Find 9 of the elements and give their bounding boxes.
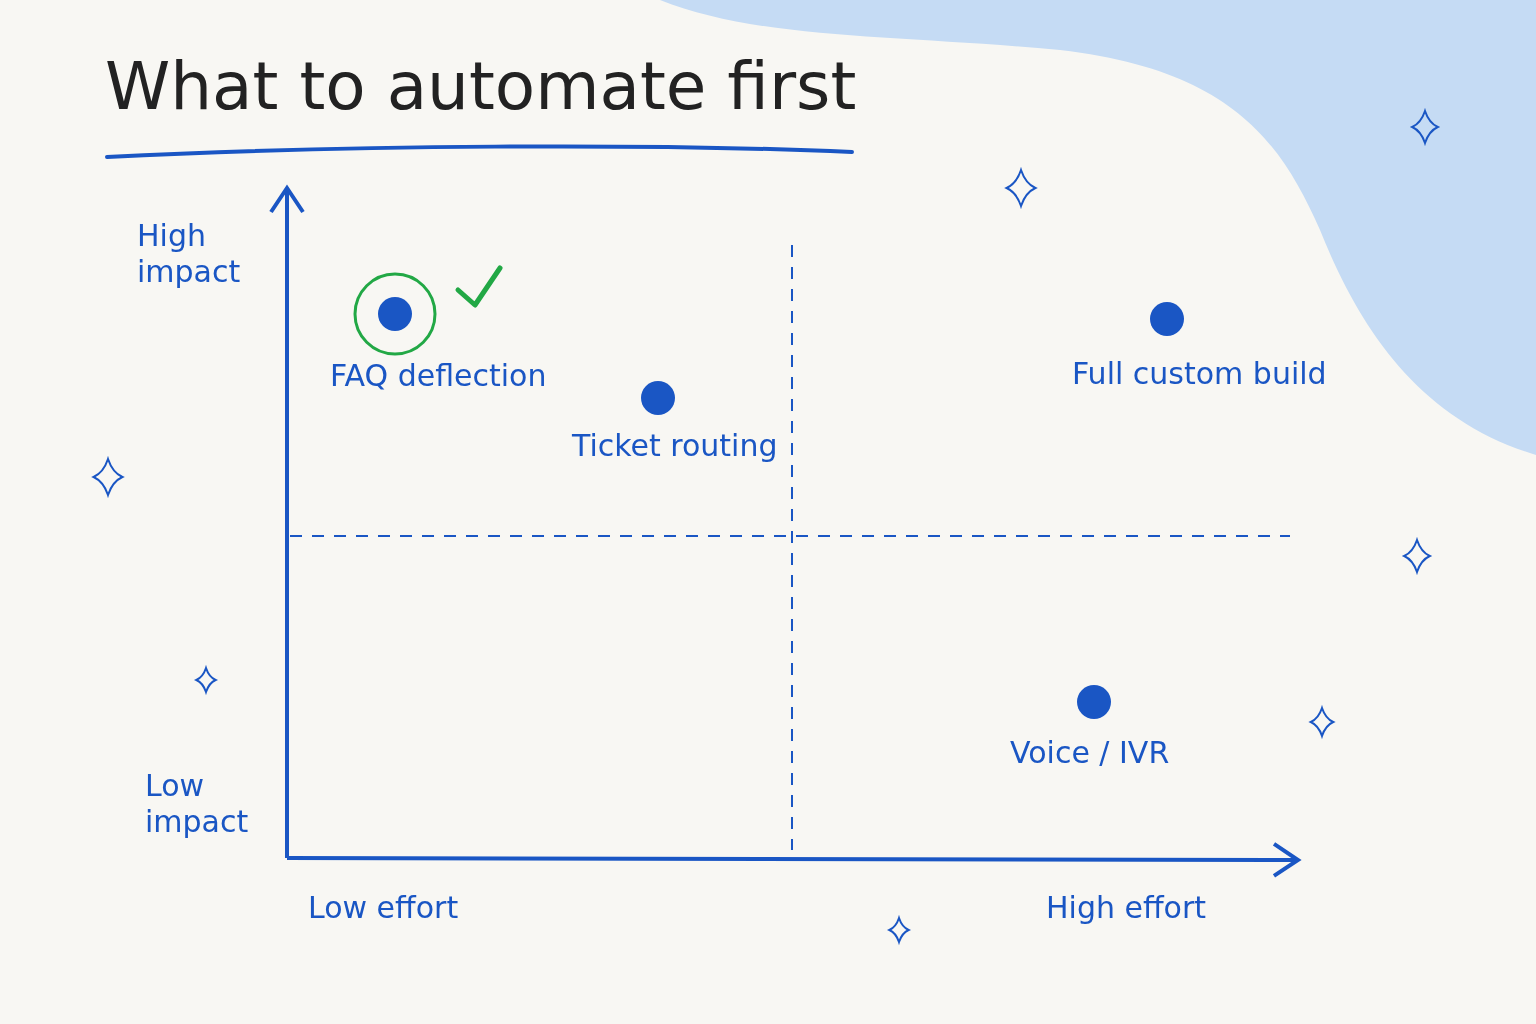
point-label: Full custom build xyxy=(1072,356,1327,392)
title: What to automate first xyxy=(105,48,857,125)
axis-label: High impact xyxy=(137,218,242,290)
axis-label: High effort xyxy=(1046,890,1207,926)
point-label: Ticket routing xyxy=(572,428,778,464)
axis-label: Low effort xyxy=(308,890,459,926)
point-label: Voice / IVR xyxy=(1010,735,1170,771)
point-label: FAQ deflection xyxy=(330,358,547,394)
axis-label: Low impact xyxy=(145,768,250,840)
